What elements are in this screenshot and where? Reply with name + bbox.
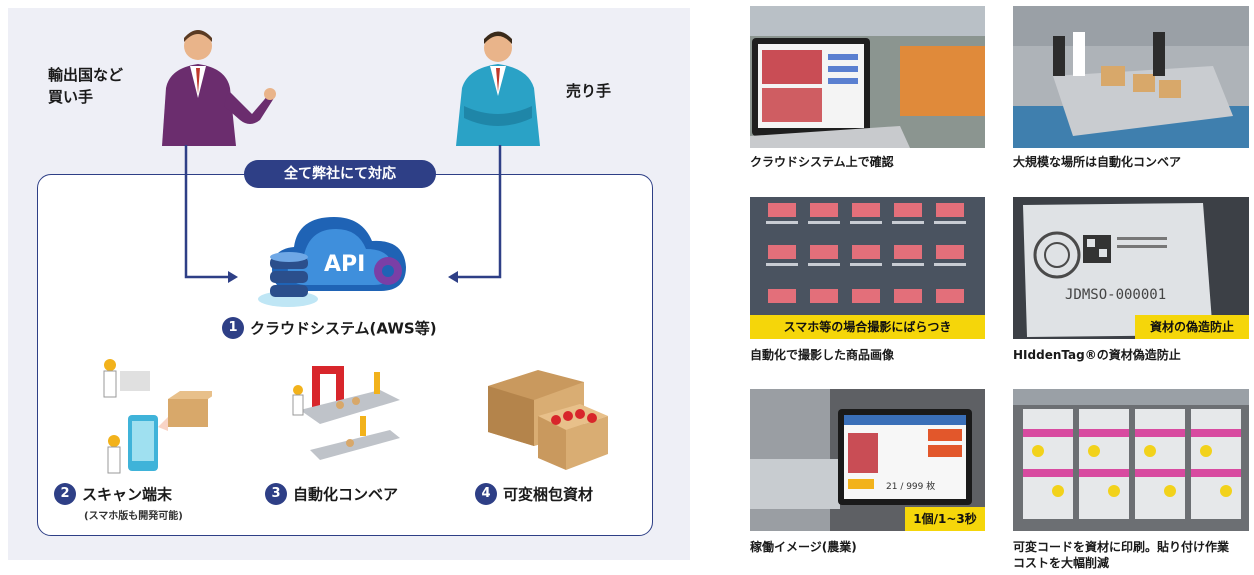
buyer-label-line2: 買い手 <box>48 88 94 106</box>
photo-5-caption: 稼働イメージ(農業) <box>750 540 857 554</box>
photo-6-caption-line2: コストを大幅削減 <box>1013 556 1110 570</box>
photo-4-overlay: 資材の偽造防止 <box>1135 315 1249 339</box>
photo-variable-code-boxes <box>1013 389 1249 531</box>
photo-operation-agriculture: 21 / 999 枚 1個/1~3秒 <box>750 389 985 531</box>
connector-arrows <box>184 145 502 283</box>
photo-cloud-laptop <box>750 6 985 148</box>
conveyor-text: 自動化コンベア <box>293 485 399 504</box>
photo-conveyor-site <box>1013 6 1249 148</box>
photo-2-caption: 大規模な場所は自動化コンベア <box>1013 155 1182 169</box>
photo-hiddentag: JDMSO-000001 資材の偽造防止 <box>1013 197 1249 339</box>
step-number-2: 2 <box>54 483 76 505</box>
packaging-label: 4 可変梱包資材 <box>475 483 593 505</box>
photo-4-caption: HIddenTag®の資材偽造防止 <box>1013 348 1181 362</box>
cloud-system-label: 1 クラウドシステム(AWS等) <box>222 317 437 339</box>
photo-product-images: スマホ等の場合撮影にばらつき <box>750 197 985 339</box>
conveyor-label: 3 自動化コンベア <box>265 483 398 505</box>
photo-3-caption: 自動化で撮影した商品画像 <box>750 348 895 362</box>
conveyor-illustration <box>292 366 400 460</box>
seller-label: 売り手 <box>566 82 612 100</box>
step-number-4: 4 <box>475 483 497 505</box>
cloud-system-text: クラウドシステム(AWS等) <box>250 319 437 338</box>
scan-terminal-text: スキャン端末 <box>82 485 173 504</box>
api-text: API <box>324 252 365 277</box>
step-number-1: 1 <box>222 317 244 339</box>
photo-6-caption-line1: 可変コードを資材に印刷。貼り付け作業 <box>1013 540 1230 554</box>
photo-1-caption: クラウドシステム上で確認 <box>750 155 894 169</box>
scan-terminal-sub: (スマホ版も開発可能) <box>84 511 183 522</box>
photo-3-overlay: スマホ等の場合撮影にばらつき <box>750 315 985 339</box>
scan-terminal-label: 2 スキャン端末 <box>54 483 172 505</box>
scanner-illustration <box>103 359 212 474</box>
buyer-label-line1: 輸出国など <box>48 66 124 84</box>
screen-counter-text: 21 / 999 枚 <box>886 480 935 492</box>
photo-5-overlay: 1個/1~3秒 <box>905 507 985 531</box>
cloud-api-icon: API <box>258 217 406 307</box>
packaging-box-illustration <box>488 370 608 470</box>
tag-code-text: JDMSO-000001 <box>1065 287 1166 303</box>
step-number-3: 3 <box>265 483 287 505</box>
support-pill: 全て弊社にて対応 <box>244 160 436 188</box>
buyer-person-illustration <box>162 30 276 146</box>
packaging-text: 可変梱包資材 <box>503 485 594 504</box>
seller-person-illustration <box>456 31 540 146</box>
